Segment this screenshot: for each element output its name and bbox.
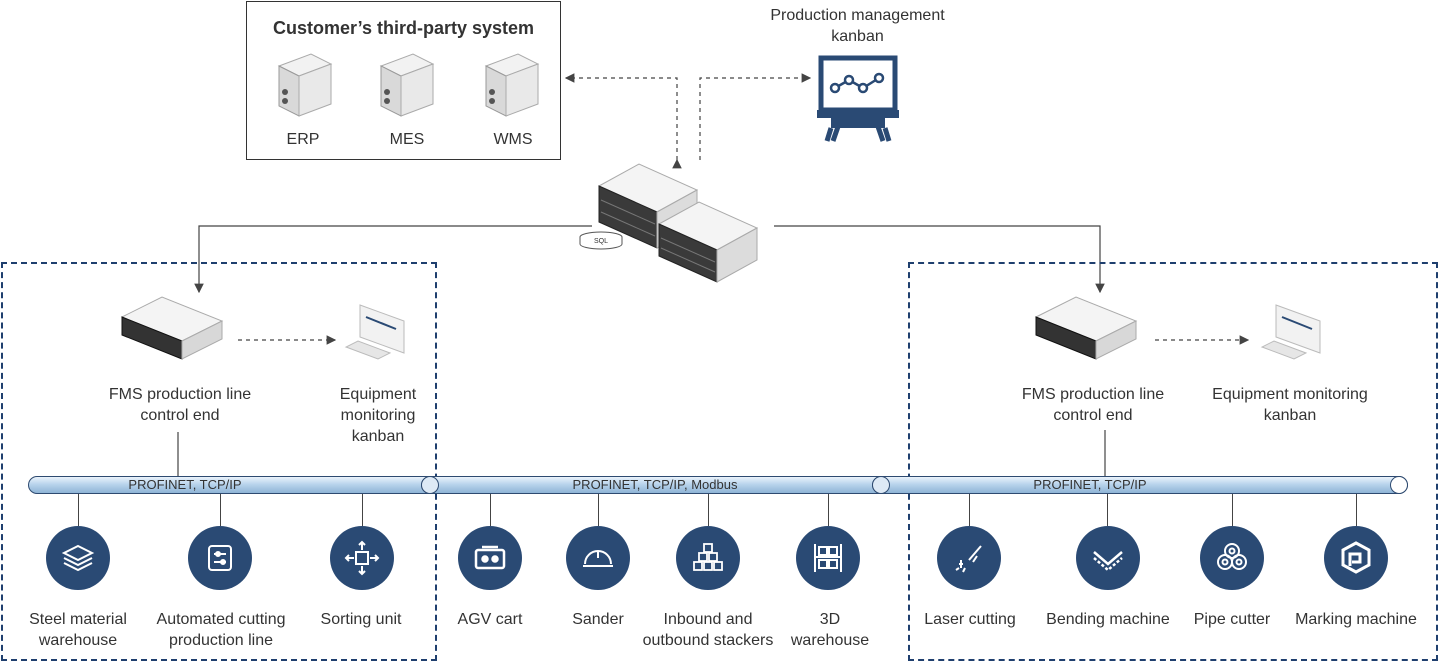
laser-cutting-icon: [937, 526, 1001, 590]
left-control-server-icon: [120, 296, 224, 360]
equip-label-steel: Steel material warehouse: [29, 611, 127, 649]
right-control-label: FMS production line control end: [1021, 386, 1165, 424]
sorting-unit-icon: [330, 526, 394, 590]
equip-label-sander: Sander: [572, 611, 624, 628]
equip-label-sorting: Sorting unit: [320, 611, 402, 628]
equip-label-3d: 3D warehouse: [790, 611, 870, 649]
agv-cart-icon: [458, 526, 522, 590]
left-line-zone: [1, 262, 437, 661]
right-monitor-icon: [1260, 304, 1321, 360]
kanban-board-icon: [817, 55, 899, 142]
right-line-zone: [908, 262, 1438, 661]
right-monitor-label: Equipment monitoring kanban: [1212, 386, 1368, 424]
top-kanban-label: Production management kanban: [770, 7, 945, 45]
link-kanban-server: [699, 73, 812, 160]
right-bus-label: PROFINET, TCP/IP: [1033, 477, 1147, 492]
equip-label-agv: AGV cart: [457, 611, 523, 628]
equip-label-bending: Bending machine: [1046, 611, 1170, 628]
equip-label-marking: Marking machine: [1295, 611, 1417, 628]
wms-label: WMS: [493, 131, 533, 148]
mes-label: MES: [389, 131, 425, 148]
stackers-icon: [676, 526, 740, 590]
middle-bus-label: PROFINET, TCP/IP, Modbus: [572, 477, 738, 492]
erp-server-icon: [277, 53, 333, 117]
central-server-icon: [597, 163, 759, 283]
wms-server-icon: [484, 53, 540, 117]
customer-system-title: Customer’s third-party system: [272, 18, 535, 38]
equip-label-cutting: Automated cutting production line: [156, 611, 286, 649]
database-label: SQL: [593, 238, 608, 245]
bus-joint-right: [872, 476, 890, 494]
bus-end-cap: [1390, 476, 1408, 494]
link-erp-server: [564, 73, 682, 169]
left-control-label: FMS production line control end: [108, 386, 252, 424]
left-monitor-label: Equipment monitoring kanban: [339, 386, 417, 445]
erp-label: ERP: [286, 131, 320, 148]
cutting-line-icon: [188, 526, 252, 590]
equip-label-laser: Laser cutting: [924, 611, 1016, 628]
right-control-server-icon: [1034, 296, 1138, 360]
steel-warehouse-icon: [46, 526, 110, 590]
sander-icon: [566, 526, 630, 590]
link-left-control: [194, 225, 592, 294]
3d-warehouse-icon: [796, 526, 860, 590]
bus-joint-left: [421, 476, 439, 494]
mes-server-icon: [379, 53, 435, 117]
left-bus-label: PROFINET, TCP/IP: [128, 477, 242, 492]
equip-label-pipe: Pipe cutter: [1193, 611, 1271, 628]
pipe-cutter-icon: [1200, 526, 1264, 590]
bending-machine-icon: [1076, 526, 1140, 590]
database-icon: [579, 231, 623, 250]
equip-label-stackers: Inbound and outbound stackers: [642, 611, 774, 649]
marking-machine-icon: [1324, 526, 1388, 590]
left-monitor-icon: [344, 304, 405, 360]
link-right-control: [774, 225, 1105, 294]
